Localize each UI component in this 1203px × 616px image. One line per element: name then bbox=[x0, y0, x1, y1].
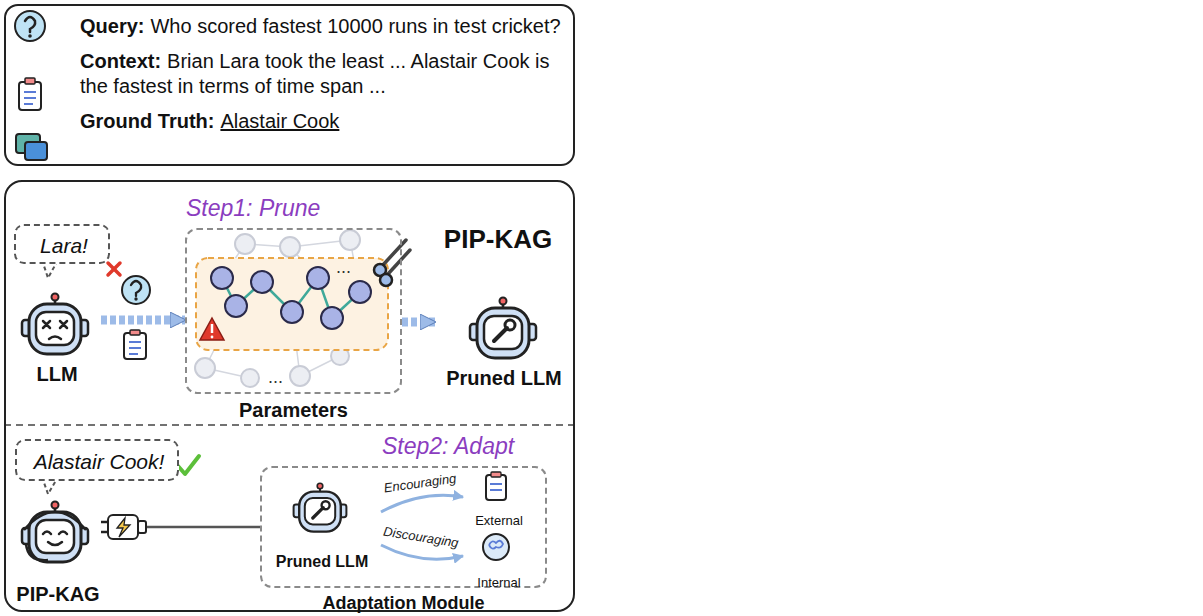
llm-robot-figure bbox=[22, 294, 88, 355]
parameter-box: Step1: PruneParameters bbox=[182, 194, 406, 424]
text-block: Adaptation Module bbox=[257, 590, 550, 616]
scissors-icon bbox=[374, 240, 410, 286]
robot-label: LLM bbox=[36, 363, 77, 385]
edge-label: Encouraging bbox=[381, 470, 459, 496]
panel-title: PIP-KAG bbox=[444, 224, 552, 254]
flow-arrow bbox=[101, 316, 185, 325]
pruned-llm-robot: Pruned LLM bbox=[435, 296, 573, 396]
text-block: Pruned LLM bbox=[263, 548, 381, 574]
robot-label: Pruned LLM bbox=[276, 553, 368, 570]
field-name: Query: bbox=[80, 15, 144, 37]
pruned-llm-robot: Pruned LLM bbox=[263, 482, 381, 570]
robot-label: Pruned LLM bbox=[446, 367, 562, 389]
plug-icon bbox=[101, 515, 146, 539]
wrong-mark bbox=[108, 263, 120, 275]
bubble-text: Lara! bbox=[40, 234, 88, 257]
text-block: Lara! bbox=[16, 233, 112, 259]
bubble-text: Alastair Cook! bbox=[34, 450, 165, 473]
pruned-robot-figure bbox=[470, 298, 536, 359]
pip-kag-robot-figure bbox=[22, 502, 88, 563]
curved-arrow bbox=[381, 495, 463, 512]
speech-bubble: Alastair Cook! bbox=[15, 439, 179, 481]
icon-label: Internal bbox=[477, 575, 520, 590]
step-heading: Step2: Adapt bbox=[382, 433, 514, 459]
internal-knowledge: Internal bbox=[463, 530, 535, 586]
context-small-icon bbox=[124, 330, 146, 359]
box-caption: Parameters bbox=[239, 399, 348, 421]
text-block: LLM bbox=[13, 362, 101, 387]
pip-kag-robot: PIP-KAG bbox=[7, 492, 109, 608]
icon-label: External bbox=[475, 513, 523, 528]
query-icon bbox=[15, 11, 45, 41]
edge-label: Discouraging bbox=[380, 523, 461, 550]
text-block: Step1: Prune bbox=[186, 196, 410, 222]
speech-bubble: Lara! bbox=[14, 224, 110, 264]
query-small-icon bbox=[122, 276, 150, 304]
text-block: External bbox=[463, 506, 535, 531]
method-panel: PIP-KAGLara!LLMStep1: PruneParametersPru… bbox=[4, 180, 575, 612]
correct-mark bbox=[178, 456, 199, 474]
parameter-network bbox=[195, 230, 388, 387]
inner-robot-figure bbox=[294, 483, 347, 531]
external-knowledge: External bbox=[463, 472, 535, 528]
box-caption: Adaptation Module bbox=[323, 593, 485, 613]
internal-icon bbox=[483, 534, 509, 560]
text-block: Ground Truth: Alastair Cook bbox=[80, 109, 564, 134]
context-panel: Query: Who scored fastest 10000 runs in t… bbox=[4, 4, 575, 166]
dashed-frame bbox=[185, 228, 402, 394]
ellipsis-label: ... bbox=[268, 368, 283, 386]
field-name: Ground Truth: bbox=[80, 110, 214, 132]
step-heading: Step1: Prune bbox=[186, 195, 320, 221]
text-block: Pruned LLM bbox=[435, 366, 573, 391]
text-block: Query: Who scored fastest 10000 runs in t… bbox=[80, 14, 564, 39]
flow-arrow bbox=[402, 318, 435, 327]
llm-robot: LLM bbox=[13, 293, 101, 385]
text-block: Parameters bbox=[182, 398, 405, 423]
answer-text: Alastair Cook bbox=[220, 110, 339, 132]
text-block: Context:Brian Lara took the least ... Al… bbox=[80, 49, 564, 99]
text-block: PIP-KAG bbox=[425, 224, 571, 254]
adaptation-module: Step2: AdaptAdaptation Module Pruned LLM E… bbox=[258, 432, 550, 614]
context-icon bbox=[19, 78, 41, 110]
text-block: PIP-KAG bbox=[7, 582, 109, 607]
external-icon bbox=[486, 472, 506, 500]
answer-icon bbox=[16, 134, 47, 160]
text-block: Alastair Cook! bbox=[17, 449, 181, 475]
text-block: Internal bbox=[463, 568, 535, 593]
robot-label: PIP-KAG bbox=[16, 583, 99, 605]
field-name: Context: bbox=[80, 50, 161, 72]
separator-line bbox=[4, 425, 575, 426]
text-block: Step2: Adapt bbox=[382, 434, 553, 460]
query-text: Who scored fastest 10000 runs in test cr… bbox=[150, 15, 560, 37]
ellipsis-label: ... bbox=[336, 258, 351, 276]
